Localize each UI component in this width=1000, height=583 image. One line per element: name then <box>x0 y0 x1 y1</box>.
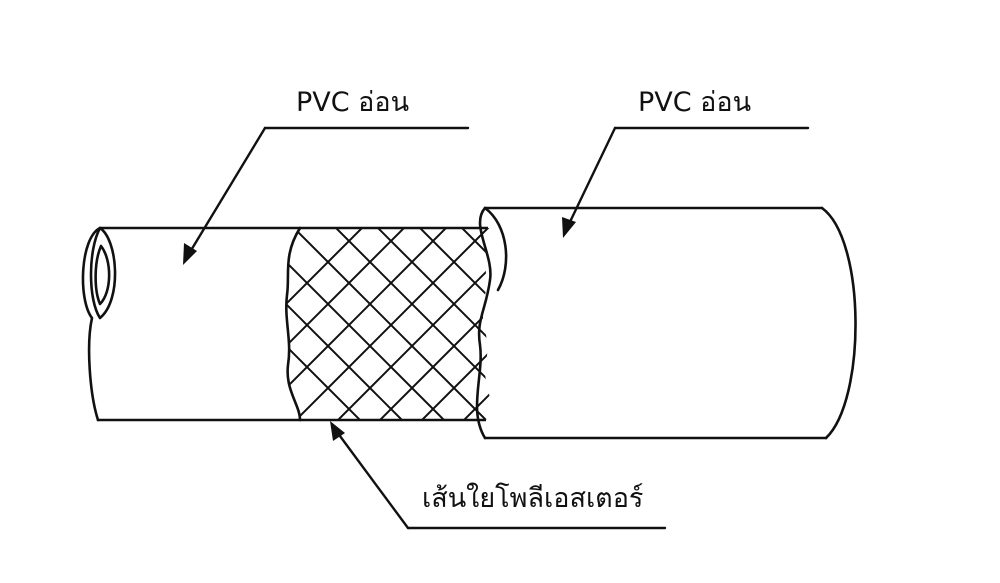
braid-strand <box>538 220 748 430</box>
braid-strand <box>580 220 790 430</box>
braid-strand <box>664 220 874 430</box>
leader-left <box>183 126 470 265</box>
braid-strand <box>538 220 748 430</box>
braid-strand <box>286 228 371 420</box>
braid-strand <box>664 220 874 430</box>
label-outer-pvc-left: PVC อ่อน <box>296 87 410 118</box>
label-outer-pvc-right: PVC อ่อน <box>638 87 752 118</box>
inner-pvc-layer <box>81 226 302 422</box>
braid-strand <box>286 228 413 420</box>
polyester-braid-layer <box>285 220 874 430</box>
arrowhead-right <box>562 217 576 238</box>
arrowhead-bottom <box>330 421 345 441</box>
braid-strand <box>286 228 492 420</box>
braid-strand <box>496 220 706 430</box>
label-polyester-fiber: เส้นใยโพลีเอสเตอร์ <box>422 483 644 514</box>
braid-strand <box>580 220 790 430</box>
braid-strand <box>327 228 492 420</box>
leader-right <box>562 126 810 238</box>
braid-strand <box>622 220 832 430</box>
leader-bottom <box>330 421 667 530</box>
braid-strand <box>496 220 706 430</box>
leader-lines <box>183 126 810 530</box>
braid-strand <box>411 228 492 420</box>
braid-strand <box>286 228 455 420</box>
braid-strand <box>622 220 832 430</box>
arrowhead-left <box>183 243 197 265</box>
braid-strand <box>286 228 371 420</box>
braid-strand <box>411 228 492 420</box>
outer-pvc-cover <box>475 206 857 440</box>
braid-strand <box>453 228 492 420</box>
braid-strand <box>369 228 492 420</box>
